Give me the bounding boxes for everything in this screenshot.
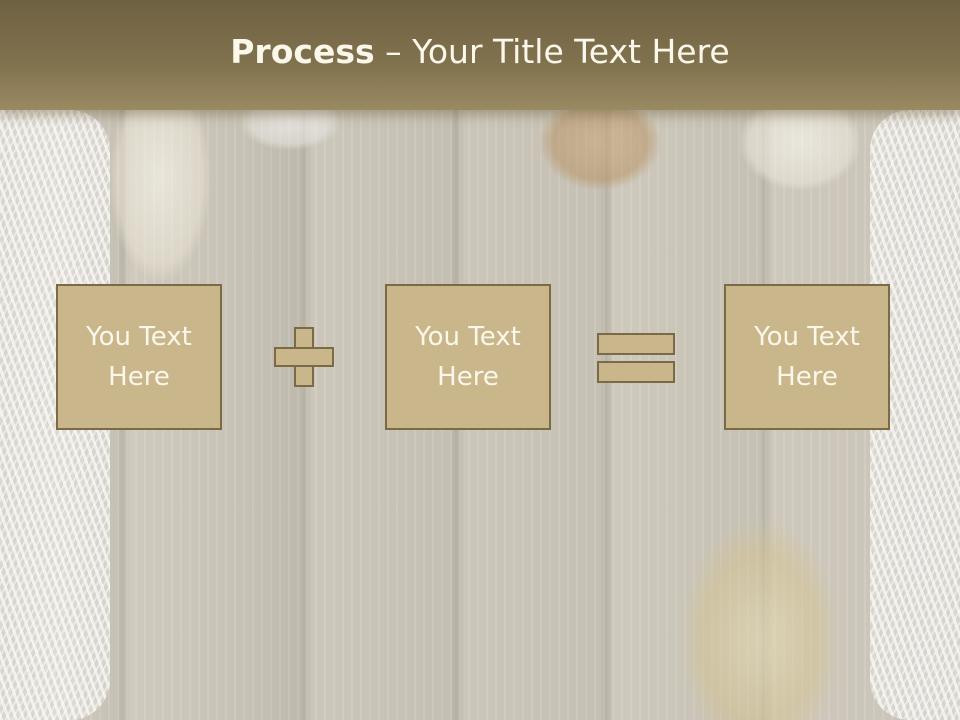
process-box-2-text: You Text Here	[415, 322, 521, 392]
process-box-3: You Text Here	[724, 284, 890, 430]
process-box-3-text: You Text Here	[754, 322, 860, 392]
tinsel-tuft-ornament	[240, 110, 340, 150]
process-box-1: You Text Here	[56, 284, 222, 430]
pinecone-ornament	[540, 110, 660, 190]
slide-title: Process – Your Title Text Here	[0, 30, 960, 74]
process-box-1-text: You Text Here	[86, 322, 192, 392]
title-bar: Process – Your Title Text Here	[0, 0, 960, 110]
plus-icon	[274, 327, 334, 387]
process-box-2: You Text Here	[385, 284, 551, 430]
snowman-ornament	[740, 110, 860, 190]
slide-title-rest: – Your Title Text Here	[374, 32, 730, 71]
tree-ornament	[680, 520, 840, 720]
slide-title-bold: Process	[230, 32, 375, 71]
angel-ornament	[110, 110, 210, 280]
